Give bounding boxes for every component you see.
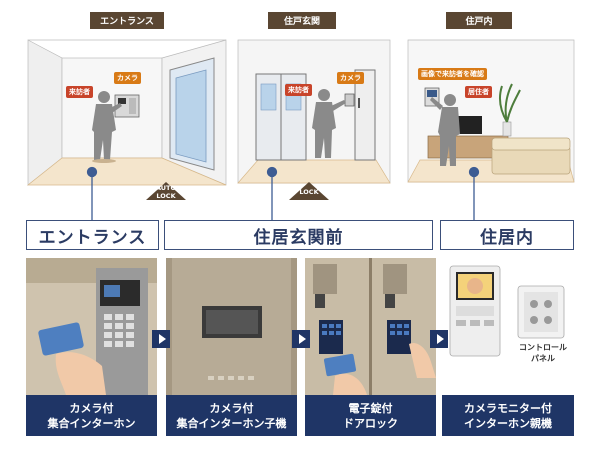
- lock-triangle: [289, 182, 329, 200]
- living-room: [407, 39, 575, 183]
- photo-entrance-intercom: [26, 258, 157, 395]
- caption-electronic-lock: 電子錠付 ドアロック: [305, 395, 436, 436]
- tag-naibu: 住戸内: [446, 12, 512, 29]
- genkan-camera-callout: カメラ: [337, 72, 364, 84]
- entrance-visitor-callout: 来訪者: [66, 86, 93, 98]
- flow-arrow-3: [430, 330, 448, 348]
- section-naibu: 住居内: [440, 220, 574, 250]
- photo-entrance-subunit: [166, 258, 297, 395]
- genkan-visitor-callout: 来訪者: [285, 84, 312, 96]
- tag-entrance: エントランス: [90, 12, 164, 29]
- section-genkan: 住居玄関前: [164, 220, 433, 250]
- caption-entrance-subunit: カメラ付 集合インターホン子機: [166, 395, 297, 436]
- caption-monitor-intercom: カメラモニター付 インターホン親機: [442, 395, 574, 436]
- entrance-room: [26, 39, 227, 186]
- section-entrance: エントランス: [26, 220, 159, 250]
- entrance-camera-callout: カメラ: [114, 72, 141, 84]
- autolock-label: AUTO LOCK: [155, 184, 177, 200]
- confirm-visitor-callout: 画像で来訪者を確認: [418, 68, 487, 80]
- genkan-room: [237, 39, 391, 184]
- control-panel-label: コントロール パネル: [519, 343, 567, 363]
- photo-monitor-intercom: [442, 258, 574, 395]
- autolock-triangle: [146, 182, 186, 200]
- flow-arrow-2: [292, 330, 310, 348]
- flow-arrow-1: [152, 330, 170, 348]
- tag-genkan: 住戸玄関: [268, 12, 336, 29]
- lock-label: LOCK: [299, 188, 319, 196]
- caption-entrance-intercom: カメラ付 集合インターホン: [26, 395, 157, 436]
- photo-electronic-lock: [305, 258, 436, 395]
- resident-callout: 居住者: [465, 86, 492, 98]
